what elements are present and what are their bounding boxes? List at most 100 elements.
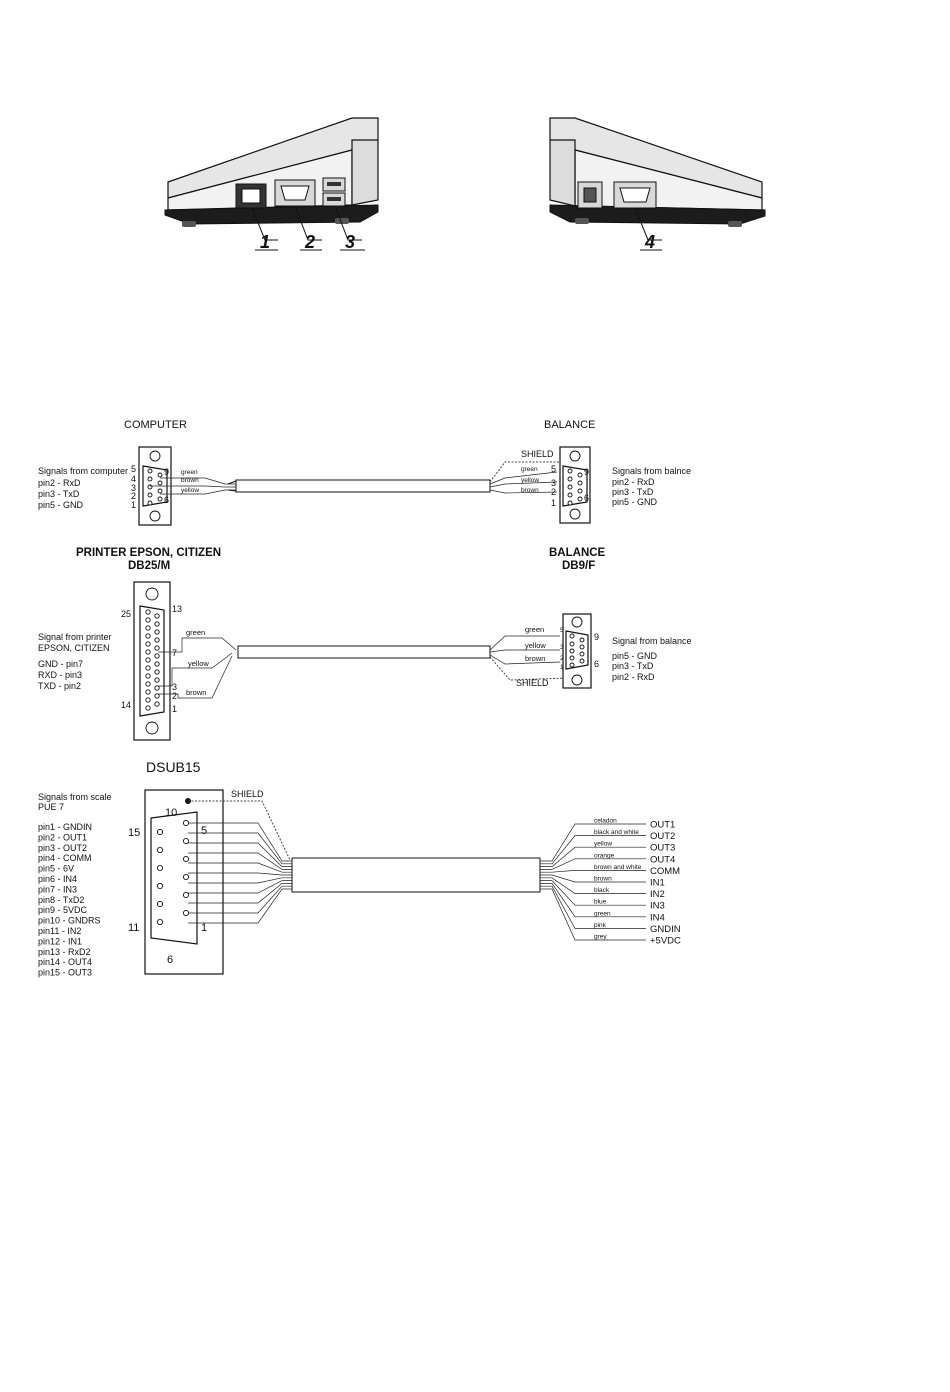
shield-label: SHIELD <box>516 678 549 688</box>
caption-line: EPSON, CITIZEN <box>38 643 110 653</box>
caption-line: PUE 7 <box>38 802 64 812</box>
wire-label: yellow <box>521 477 539 484</box>
wire-label: green <box>181 469 198 476</box>
wire <box>540 874 646 883</box>
pin-list-item: pin15 - OUT3 <box>38 968 92 978</box>
pin-list-item: pin5 - 6V <box>38 864 74 874</box>
output-label: OUT2 <box>650 831 675 842</box>
connector-pin <box>182 837 190 845</box>
pin-number: 9 <box>594 632 599 642</box>
caption-line: Signals from scale <box>38 792 112 802</box>
output-label: OUT4 <box>650 854 675 865</box>
dsub15-title: DSUB15 <box>146 759 201 775</box>
dsub15-connector: 10 15 5 11 1 6 <box>128 789 224 975</box>
connector-pin <box>182 909 190 917</box>
connector-pin <box>154 653 160 659</box>
wire-label: celadon <box>594 818 617 825</box>
pin-number: 2 <box>131 491 136 501</box>
wire-label: black and white <box>594 829 639 836</box>
pin-number: 6 <box>584 493 589 503</box>
connector-pin <box>154 645 160 651</box>
wire <box>540 885 646 929</box>
printer-title: PRINTER EPSON, CITIZEN <box>76 547 221 559</box>
wire <box>188 832 292 865</box>
wire <box>188 872 292 876</box>
pin-list-item: pin6 - IN4 <box>38 874 77 884</box>
wire <box>540 877 646 894</box>
output-label: IN2 <box>650 889 665 900</box>
pin-number: 3 <box>560 644 564 651</box>
connector-pin <box>145 617 151 623</box>
pin-number: 2 <box>172 691 177 701</box>
wire <box>188 877 292 884</box>
connector-pin <box>145 641 151 647</box>
connector-pin <box>154 693 160 699</box>
pin-list-item: pin13 - RxD2 <box>38 947 91 957</box>
balance2-title: BALANCE <box>549 547 606 559</box>
connector-pin <box>156 882 164 890</box>
wire-label: yellow <box>594 841 612 848</box>
connector-pin <box>145 625 151 631</box>
shield-label: SHIELD <box>521 449 554 459</box>
pin-list-item: pin1 - GNDIN <box>38 822 92 832</box>
pin-number: 7 <box>172 648 177 658</box>
caption-line: pin5 - GND <box>38 500 84 510</box>
pin-list-item: pin7 - IN3 <box>38 884 77 894</box>
pin-list-item: pin12 - IN1 <box>38 936 82 946</box>
diagram-computer-balance: COMPUTER BALANCE Signals from computer p… <box>38 419 691 526</box>
pin-number: 15 <box>128 827 140 839</box>
connector-pin <box>154 637 160 643</box>
pin-number: 1 <box>201 922 207 934</box>
caption-line: Signal from printer <box>38 632 112 642</box>
wire <box>188 842 292 867</box>
diagram-dsub15: DSUB15 Signals from scale PUE 7 pin1 - G… <box>38 759 681 978</box>
balance-title: BALANCE <box>544 419 595 431</box>
caption-line: pin3 - TxD <box>612 487 654 497</box>
connector-pin <box>145 657 151 663</box>
caption-line: pin3 - TxD <box>38 489 80 499</box>
cable <box>237 645 491 659</box>
connector-pin <box>182 873 190 881</box>
output-label: COMM <box>650 866 680 877</box>
wire-label: brown <box>181 477 199 484</box>
pin-number: 9 <box>584 467 589 477</box>
connector-pin <box>154 677 160 683</box>
caption-line: Signals from balnce <box>612 466 691 476</box>
printer-db25-connector: 25 13 14 1 7 3 2 <box>121 581 182 741</box>
pin-list-item: pin14 - OUT4 <box>38 957 92 967</box>
pin-number: 2 <box>551 487 556 497</box>
caption-line: RXD - pin3 <box>38 670 82 680</box>
wire <box>188 822 292 862</box>
connector-pin <box>156 828 164 836</box>
connector-pin <box>156 846 164 854</box>
wire <box>188 883 292 904</box>
wire-label: orange <box>594 852 615 859</box>
output-label: OUT1 <box>650 820 675 831</box>
balance2-subtitle: DB9/F <box>562 560 595 572</box>
wire-label: pink <box>594 922 607 929</box>
wire <box>540 870 646 873</box>
wire-label: black <box>594 887 610 894</box>
pin-number: 6 <box>164 495 169 505</box>
connector-pin <box>154 685 160 691</box>
connector-pin <box>154 701 160 707</box>
device-right-illustration: 4 <box>549 117 766 252</box>
caption-line: pin3 - TxD <box>612 661 654 671</box>
computer-title: COMPUTER <box>124 419 187 431</box>
wire <box>188 885 292 914</box>
pin-number: 5 <box>560 627 564 634</box>
pin-number: 3 <box>172 682 177 692</box>
cable <box>235 479 491 493</box>
wire <box>188 888 292 924</box>
callout-4: 4 <box>644 232 655 252</box>
callout-1: 1 <box>260 232 270 252</box>
caption-line: pin2 - RxD <box>612 672 655 682</box>
wire <box>540 858 646 870</box>
wire-label: brown <box>521 487 539 494</box>
pin-list-item: pin9 - 5VDC <box>38 905 88 915</box>
connector-pin <box>156 900 164 908</box>
pin-number: 11 <box>128 922 139 934</box>
pin-number: 2 <box>560 655 564 662</box>
